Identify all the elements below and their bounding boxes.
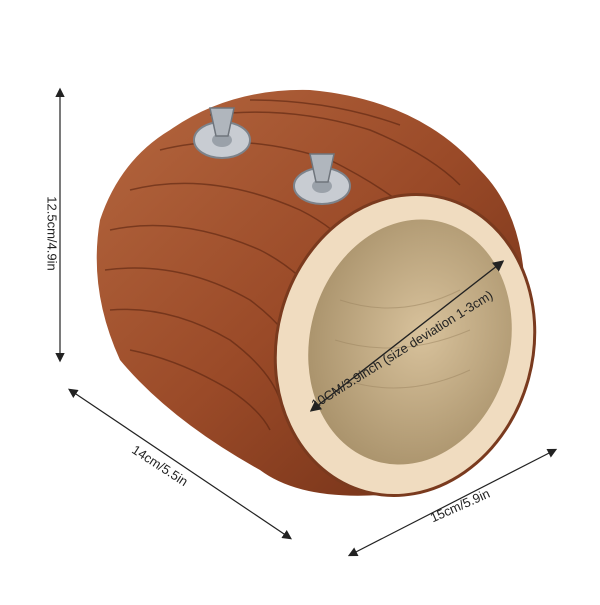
screw-2 — [293, 153, 351, 205]
screw-1 — [193, 107, 251, 159]
inner-dimension-line — [309, 260, 505, 412]
height-label: 12.5cm/4.9in — [44, 196, 60, 271]
width-dimension-line — [347, 448, 558, 557]
depth-dimension-line — [68, 388, 292, 540]
